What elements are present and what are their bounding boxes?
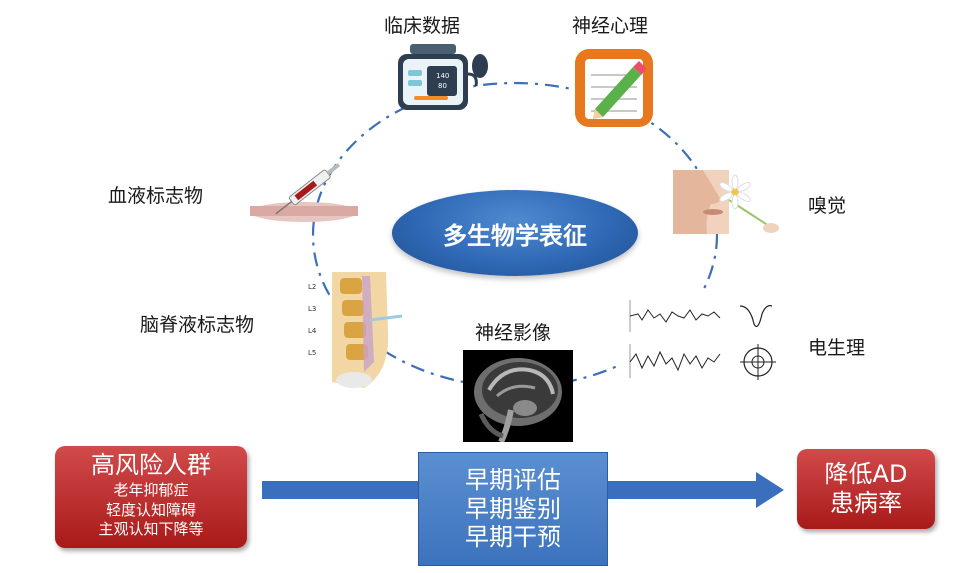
nose-flower-icon bbox=[673, 170, 779, 234]
reduce-ad-line1: 降低AD bbox=[824, 460, 908, 489]
high-risk-group-box: 高风险人群 老年抑郁症 轻度认知障碍 主观认知下降等 bbox=[55, 446, 247, 548]
early-assessment: 早期评估 bbox=[465, 465, 561, 494]
eeg-waveform-icon bbox=[620, 292, 780, 388]
risk-item-late-life-depression: 老年抑郁症 bbox=[113, 481, 189, 500]
center-title: 多生物学表征 bbox=[443, 221, 587, 250]
spine-level-l2: L2 bbox=[308, 283, 316, 291]
syringe-icon bbox=[250, 163, 358, 222]
brain-mri-icon bbox=[463, 350, 573, 442]
lumbar-spine-icon: L2 L3 L4 L5 bbox=[308, 272, 403, 388]
high-risk-title: 高风险人群 bbox=[91, 451, 211, 479]
arrow-head-icon bbox=[756, 472, 784, 508]
spine-level-l5: L5 bbox=[308, 349, 316, 357]
spine-level-l3: L3 bbox=[308, 305, 316, 313]
reduce-ad-box: 降低AD 患病率 bbox=[797, 449, 935, 529]
risk-item-mci: 轻度认知障碍 bbox=[105, 500, 196, 519]
label-neuroimaging: 神经影像 bbox=[475, 322, 552, 344]
early-action-box: 早期评估 早期鉴别 早期干预 bbox=[418, 452, 608, 566]
reduce-ad-line2: 患病率 bbox=[830, 489, 902, 517]
bp-systolic: 140 bbox=[436, 72, 449, 80]
notebook-pencil-icon bbox=[575, 49, 653, 127]
early-intervention: 早期干预 bbox=[465, 523, 561, 552]
spine-level-l4: L4 bbox=[308, 327, 317, 335]
center-ellipse: 多生物学表征 bbox=[392, 190, 638, 276]
label-clinical-data: 临床数据 bbox=[384, 15, 461, 37]
arrow-right-shaft bbox=[608, 481, 758, 499]
label-olfaction: 嗅觉 bbox=[808, 195, 847, 217]
label-blood-markers: 血液标志物 bbox=[108, 185, 204, 207]
bp-diastolic: 80 bbox=[438, 82, 447, 90]
label-csf-markers: 脑脊液标志物 bbox=[140, 314, 255, 336]
early-differentiation: 早期鉴别 bbox=[465, 494, 561, 523]
arrow-left-shaft bbox=[262, 481, 420, 499]
label-electrophysiology: 电生理 bbox=[808, 337, 866, 359]
label-neuropsychology: 神经心理 bbox=[572, 15, 649, 37]
blood-pressure-monitor-icon: 140 80 bbox=[398, 44, 488, 110]
risk-item-scd: 主观认知下降等 bbox=[98, 520, 204, 539]
